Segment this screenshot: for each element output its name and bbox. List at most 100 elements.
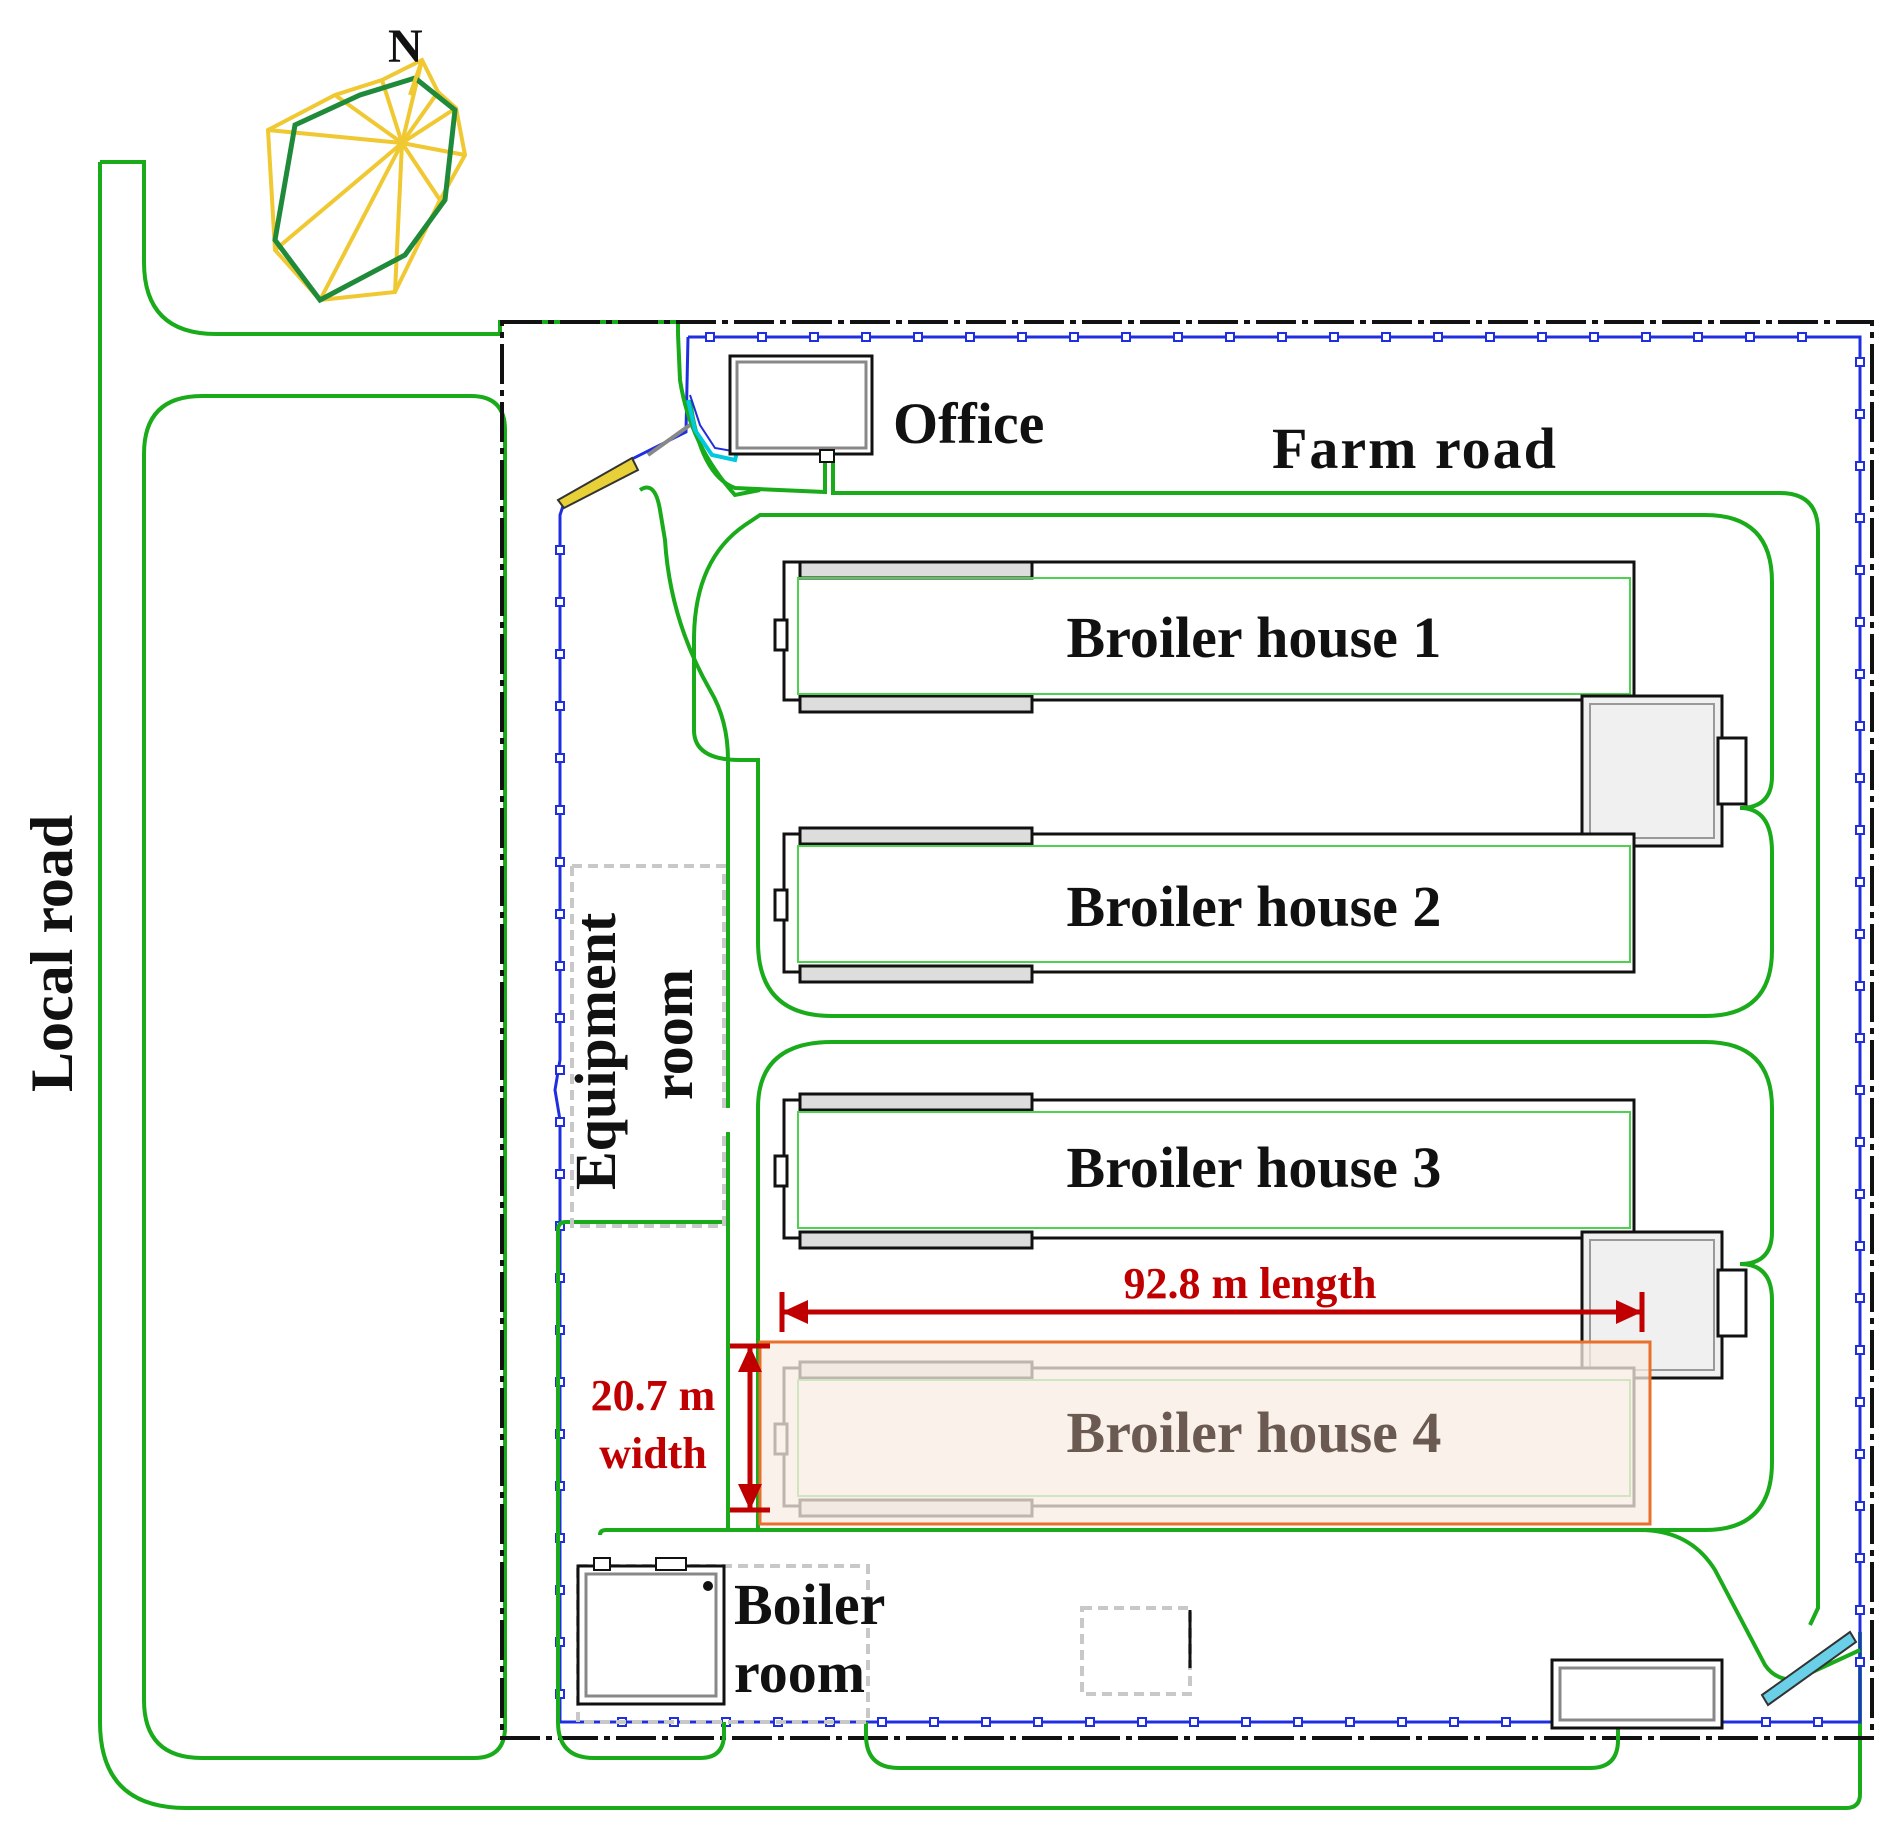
fence-post xyxy=(555,909,565,919)
fence-post xyxy=(1855,617,1865,627)
fence-post xyxy=(1433,332,1443,342)
broiler-house-3-shape xyxy=(773,1092,1636,1250)
farm-boundary xyxy=(500,320,1874,1740)
fence-post xyxy=(555,753,565,763)
wind-rose-icon xyxy=(265,57,468,304)
fence-post xyxy=(1855,1657,1865,1667)
fence-post xyxy=(877,1717,887,1727)
equipment-label: Equipment xyxy=(563,912,628,1190)
office-building xyxy=(646,354,874,463)
fence-post xyxy=(1641,332,1651,342)
fence-post xyxy=(1855,1397,1865,1407)
connector-1-2 xyxy=(1580,694,1748,848)
fence-post xyxy=(1855,1033,1865,1043)
fence-post xyxy=(1693,332,1703,342)
farm-road xyxy=(556,333,1861,1770)
equipment-room-shape xyxy=(570,864,726,1228)
fence-post xyxy=(555,1117,565,1127)
fence-post xyxy=(809,332,819,342)
broiler-house-1-shape xyxy=(773,560,1636,714)
fence-post xyxy=(1745,332,1755,342)
fence-post xyxy=(1855,1449,1865,1459)
fence-post xyxy=(1501,1717,1511,1727)
fence-post xyxy=(1855,461,1865,471)
farm-road-label: Farm road xyxy=(1272,416,1558,481)
fence-post xyxy=(1085,1717,1095,1727)
boiler-label: Boiler xyxy=(734,1572,885,1637)
fence-post xyxy=(1855,825,1865,835)
fence-post xyxy=(1241,1717,1251,1727)
fence-post xyxy=(1277,332,1287,342)
broiler-house-2-label: Broiler house 2 xyxy=(1067,874,1442,939)
length-label: 92.8 m length xyxy=(1124,1259,1377,1308)
width-value-label: 20.7 m xyxy=(591,1371,716,1420)
fence-post xyxy=(913,332,923,342)
broiler-house-4-highlight xyxy=(758,1340,1652,1526)
fence-post xyxy=(1855,1501,1865,1511)
broiler-house-2-shape xyxy=(773,826,1636,984)
fence-post xyxy=(1855,1189,1865,1199)
equipment-room-label: room xyxy=(640,969,705,1100)
fence-post xyxy=(1397,1717,1407,1727)
fence-post xyxy=(1485,332,1495,342)
fence-post xyxy=(757,332,767,342)
fence-post xyxy=(1855,1137,1865,1147)
fence-post xyxy=(1537,332,1547,342)
fence-post xyxy=(1017,332,1027,342)
fence-post xyxy=(1855,565,1865,575)
fence-post xyxy=(1189,1717,1199,1727)
fence-post xyxy=(1225,332,1235,342)
fence-post xyxy=(555,1013,565,1023)
fence-post xyxy=(1329,332,1339,342)
fence-post xyxy=(555,805,565,815)
fence-post xyxy=(1855,1241,1865,1251)
fence-post xyxy=(1855,1085,1865,1095)
width-dimension xyxy=(730,1343,770,1513)
fence-post xyxy=(1137,1717,1147,1727)
fence-post xyxy=(1855,877,1865,887)
fence-post xyxy=(1855,1345,1865,1355)
fence-post xyxy=(1293,1717,1303,1727)
fence-post xyxy=(555,701,565,711)
broiler-house-1-label: Broiler house 1 xyxy=(1067,605,1442,670)
width-word-label: width xyxy=(599,1429,707,1478)
gate xyxy=(556,456,640,510)
fence-post xyxy=(1381,332,1391,342)
fence-post xyxy=(555,961,565,971)
fence-post xyxy=(555,545,565,555)
fence-post xyxy=(1855,1293,1865,1303)
fence-post xyxy=(1855,773,1865,783)
fence-post xyxy=(1855,513,1865,523)
gate-bottom-right xyxy=(1760,1630,1858,1707)
fence-post xyxy=(1855,1553,1865,1563)
fence-post xyxy=(555,1065,565,1075)
small-building xyxy=(1550,1658,1724,1730)
fence-post xyxy=(555,857,565,867)
boiler-room-shape xyxy=(576,1557,870,1724)
fence-post xyxy=(705,332,715,342)
fence-post xyxy=(1855,409,1865,419)
fence-post xyxy=(1449,1717,1459,1727)
fence-post xyxy=(1761,1717,1771,1727)
local-road-label: Local road xyxy=(19,815,85,1092)
fence-post xyxy=(1813,1717,1823,1727)
small-structure xyxy=(1080,1606,1192,1696)
local-road xyxy=(98,160,1862,1810)
fence-post xyxy=(555,597,565,607)
fence-post xyxy=(1345,1717,1355,1727)
fence-post xyxy=(1173,332,1183,342)
fence-post xyxy=(1121,332,1131,342)
fence-post xyxy=(1855,357,1865,367)
fence-post xyxy=(1033,1717,1043,1727)
fence-post xyxy=(1797,332,1807,342)
north-label: N xyxy=(388,20,423,73)
fence-post xyxy=(1855,1605,1865,1615)
broiler-house-4-label: Broiler house 4 xyxy=(1067,1400,1442,1465)
broiler-house-3-label: Broiler house 3 xyxy=(1067,1135,1442,1200)
fence-post xyxy=(981,1717,991,1727)
fence-post xyxy=(1855,929,1865,939)
fence-post xyxy=(1855,721,1865,731)
fence-post xyxy=(1589,332,1599,342)
fence-post xyxy=(555,1169,565,1179)
